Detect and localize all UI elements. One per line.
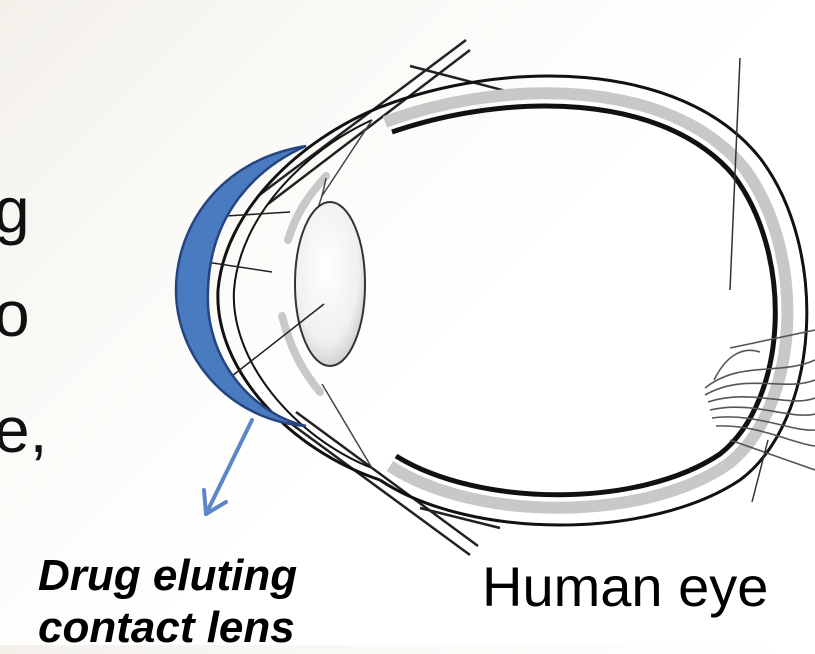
eyeball-wall [378,76,807,525]
contact-lens-caption-line-1: Drug eluting [38,550,297,602]
contact-lens-caption-line-2: contact lens [38,602,297,654]
upper-eyelid-lines [258,40,510,204]
contact-lens-arrow [204,420,252,514]
crystalline-lens [295,202,365,366]
retina-layer [392,106,775,495]
drug-eluting-contact-lens [176,146,306,426]
contact-lens-caption: Drug eluting contact lens [38,550,297,654]
human-eye-caption: Human eye [482,559,768,615]
